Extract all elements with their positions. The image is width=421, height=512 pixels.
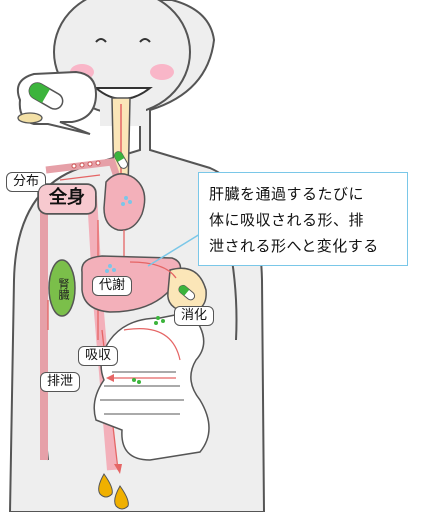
label-kidney: 腎臓 [57,278,70,300]
label-metabolism: 代謝 [92,276,132,296]
tablet-icon [17,112,43,124]
label-excretion: 排泄 [40,372,80,392]
kidney [48,259,76,317]
capsule-icon [178,284,196,301]
capsule-icon [114,151,128,169]
callout-line-3: 泄される形へと変化する [209,237,379,255]
pill-bubble [16,70,98,135]
intestines [93,311,210,461]
right-cheek [150,64,174,80]
label-absorption: 吸収 [78,346,118,366]
liver-callout: 肝臓を通過するたびに 体に吸収される形、排 泄される形へと変化する [198,172,408,266]
excretion-drops [98,473,129,510]
label-whole-body: 全身 [38,184,96,214]
callout-line-1: 肝臓を通過するたびに [209,185,365,203]
heart-organ [103,173,146,231]
label-distribution: 分布 [6,172,46,192]
callout-line-2: 体に吸収される形、排 [209,211,365,229]
capsule-icon [28,82,64,110]
label-digestion: 消化 [174,306,214,326]
callout-pointer [147,233,201,267]
